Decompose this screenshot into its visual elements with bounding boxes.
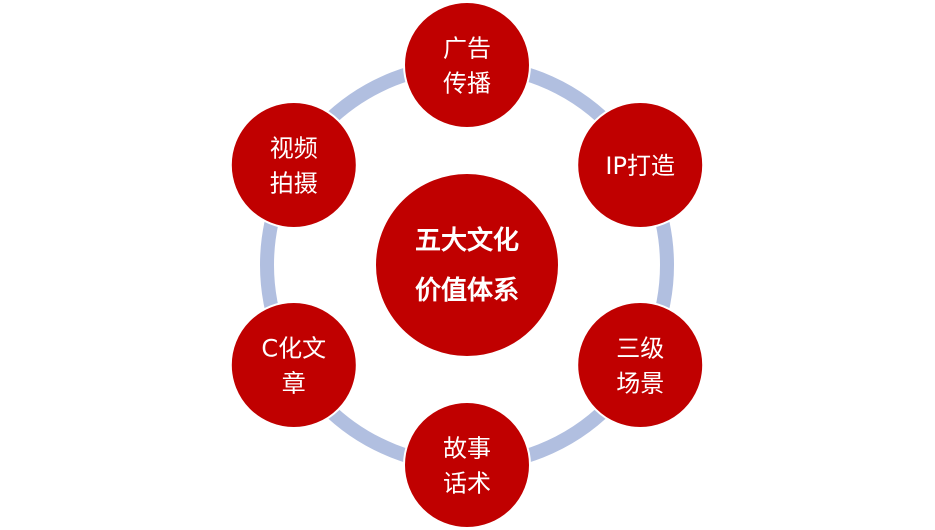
- node-circle: [576, 301, 705, 429]
- node-circle: [403, 1, 531, 129]
- node-label-line: 场景: [616, 370, 664, 398]
- node-label-line: 拍摄: [270, 170, 318, 198]
- node-label-line: 章: [282, 370, 306, 398]
- node-label-line: 故事: [443, 435, 491, 463]
- cycle-node-1: IP打造: [576, 101, 705, 229]
- node-label-line: 话术: [443, 470, 491, 498]
- node-label-line: IP打造: [605, 152, 675, 180]
- node-circle: [403, 401, 531, 529]
- node-label-line: 三级: [616, 335, 664, 363]
- node-label-line: 传播: [443, 70, 491, 98]
- node-label-line: C化文: [261, 335, 326, 363]
- node-circle: [229, 101, 358, 229]
- node-circle: [576, 101, 705, 229]
- node-label-line: 广告: [443, 35, 491, 63]
- node-label-line: 视频: [270, 135, 318, 163]
- center-label-line-2: 价值体系: [415, 276, 519, 306]
- node-circle: [229, 301, 358, 429]
- center-label-line-1: 五大文化: [415, 225, 519, 256]
- center-circle: 五大文化 价值体系: [374, 172, 560, 358]
